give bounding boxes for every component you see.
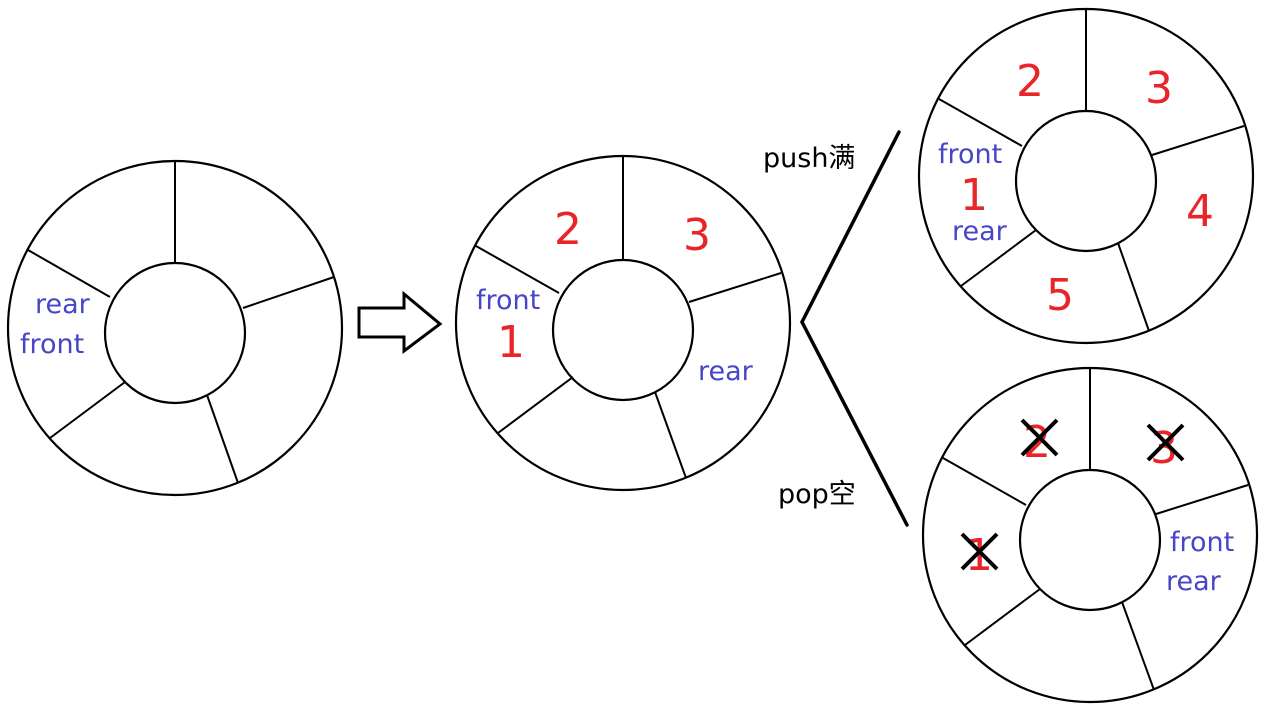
slot-divider bbox=[27, 249, 111, 298]
front-label: front bbox=[1170, 527, 1234, 558]
slot-divider bbox=[654, 391, 687, 479]
slot-value: 4 bbox=[1186, 186, 1214, 237]
slot-divider bbox=[964, 588, 1041, 646]
slot-divider bbox=[688, 272, 782, 303]
removed-x-icon bbox=[960, 532, 999, 571]
rear-label: rear bbox=[698, 356, 754, 387]
front-label: front bbox=[476, 285, 540, 316]
slot-divider bbox=[206, 394, 239, 484]
inner-ring bbox=[103, 261, 247, 405]
slot-value-removed: 1 bbox=[965, 530, 993, 581]
push-full-label: push满 bbox=[763, 143, 855, 174]
front-label: front bbox=[20, 329, 84, 360]
removed-x-icon bbox=[1020, 418, 1059, 457]
rear-label: rear bbox=[952, 216, 1008, 247]
queue-after-push: front 1 2 3 rear bbox=[454, 154, 792, 492]
slot-value: 3 bbox=[1145, 63, 1173, 114]
slot-value: 3 bbox=[683, 210, 711, 261]
slot-value: 5 bbox=[1046, 270, 1074, 321]
queue-full: front 1 rear 2 3 4 5 bbox=[917, 7, 1255, 345]
pop-branch-line bbox=[800, 320, 909, 527]
slot-divider bbox=[1155, 484, 1249, 515]
queue-empty: 2 3 1 front rear bbox=[921, 366, 1259, 704]
slot-value: 1 bbox=[960, 170, 988, 221]
inner-ring bbox=[1018, 468, 1162, 612]
rear-label: rear bbox=[1166, 566, 1222, 597]
inner-ring bbox=[1014, 109, 1158, 253]
push-branch-line bbox=[800, 130, 901, 324]
slot-divider bbox=[475, 245, 560, 294]
slot-value: 2 bbox=[554, 204, 582, 255]
slot-divider bbox=[1121, 601, 1155, 691]
slot-divider bbox=[1117, 242, 1150, 332]
transition-arrow-icon bbox=[357, 290, 443, 354]
removed-x-icon bbox=[1146, 423, 1185, 462]
slot-divider bbox=[960, 229, 1037, 287]
slot-divider bbox=[497, 376, 574, 434]
slot-divider bbox=[1151, 125, 1245, 156]
queue-initial: rear front bbox=[6, 159, 344, 497]
slot-value: 2 bbox=[1016, 56, 1044, 107]
slot-value: 1 bbox=[497, 317, 525, 368]
slot-divider bbox=[942, 457, 1027, 506]
rear-label: rear bbox=[35, 289, 91, 320]
slot-divider bbox=[242, 276, 335, 309]
front-label: front bbox=[938, 139, 1002, 170]
slot-divider bbox=[49, 381, 126, 439]
inner-ring bbox=[551, 258, 695, 402]
slot-divider bbox=[938, 98, 1023, 147]
pop-empty-label: pop空 bbox=[778, 479, 856, 510]
